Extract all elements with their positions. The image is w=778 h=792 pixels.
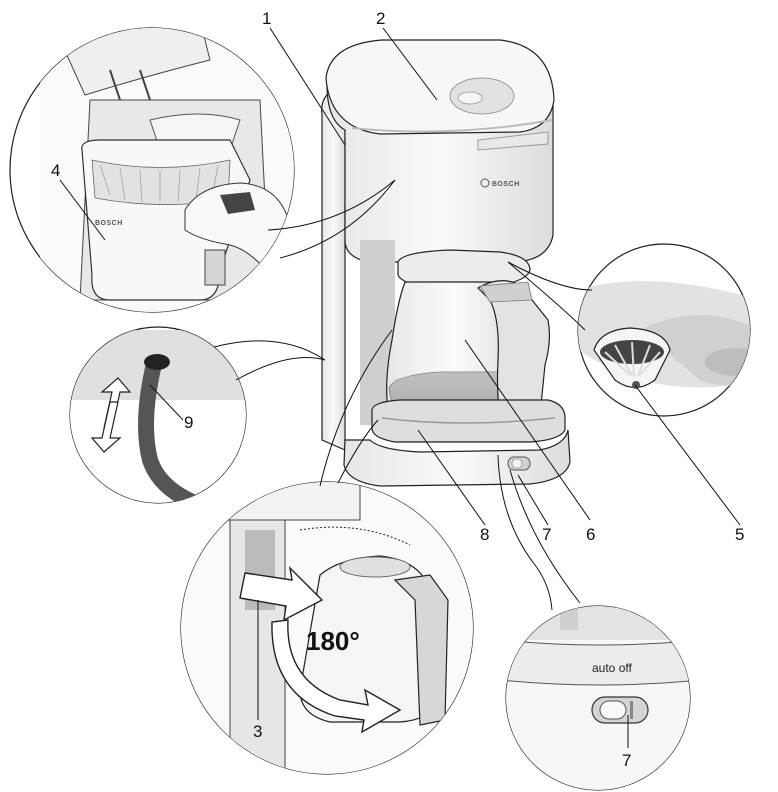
lid-knob-center: [457, 91, 483, 105]
drip-stop-inset: [577, 243, 751, 417]
callout-9: 9: [184, 413, 193, 432]
lid[interactable]: [325, 39, 555, 135]
callout-1: 1: [262, 9, 271, 28]
double-arrow-icon: [90, 377, 132, 453]
jug-handle-top[interactable]: [479, 281, 533, 303]
inset-connector-br-2: [509, 469, 581, 604]
inset-connector-tl-2: [279, 179, 396, 259]
inset-connector-l: [213, 340, 326, 361]
callout-4: 4: [51, 161, 60, 180]
inset-connector-r-2: [507, 261, 586, 331]
leader-lines: [59, 27, 741, 748]
lid-handle[interactable]: [477, 131, 549, 151]
base: [343, 429, 571, 487]
cord: [138, 358, 203, 503]
brand-name: BOSCH: [492, 181, 520, 188]
inset-connector-l-2: [235, 357, 326, 381]
callout-7-inset: 7: [622, 751, 631, 770]
callout-7-main: 7: [542, 525, 551, 544]
push-arrow-icon: [239, 565, 324, 622]
lid-knob[interactable]: [449, 77, 515, 115]
brand-logo: [480, 178, 490, 188]
warming-plate-rim: [381, 417, 556, 424]
drip-stop-valve: [593, 327, 671, 389]
auto-off-inset: [505, 605, 691, 791]
machine-column: [321, 91, 346, 451]
cord-inset: [69, 326, 247, 504]
rotate-arrow-icon: [271, 619, 402, 734]
callout-5: 5: [735, 525, 744, 544]
auto-off-switch-knob[interactable]: [511, 458, 523, 469]
switch-large-knob[interactable]: [599, 700, 627, 720]
callout-6: 6: [586, 525, 595, 544]
jug-rotation-inset: [180, 481, 474, 775]
warming-plate: [371, 399, 566, 443]
inset-connector-b: [337, 419, 379, 484]
lid-rim: [351, 119, 553, 133]
filter-holder-inset: BOSCH: [9, 27, 295, 313]
inset-connector-r: [507, 261, 593, 291]
switch-label: auto off: [592, 661, 632, 675]
callout-2: 2: [376, 9, 385, 28]
inset-connector-br: [497, 454, 553, 611]
rotation-label: 180°: [306, 626, 360, 656]
jug-recess: [360, 240, 395, 425]
inset-connector-tl: [267, 179, 396, 231]
inset-connector-b-2: [319, 329, 393, 487]
coffee-maker: BOSCH: [321, 39, 571, 487]
callout-8: 8: [480, 525, 489, 544]
callout-3: 3: [253, 722, 262, 741]
filter-brand: BOSCH: [95, 220, 123, 227]
